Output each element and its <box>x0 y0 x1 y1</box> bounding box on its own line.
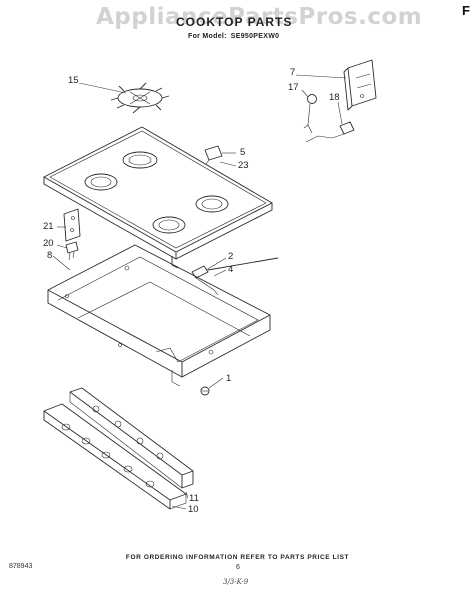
leader-lines <box>52 74 347 510</box>
valve-bracket <box>63 208 81 261</box>
ignition-switch <box>303 94 317 134</box>
model-number: SE950PEXW0 <box>230 33 280 40</box>
callout-17: 17 <box>288 82 299 93</box>
callout-1: 1 <box>226 373 232 384</box>
callout-2: 2 <box>228 251 234 262</box>
callout-4: 4 <box>228 264 234 275</box>
power-cord <box>305 121 355 143</box>
callout-21: 21 <box>43 221 54 232</box>
callout-15: 15 <box>68 75 79 86</box>
cooktop-burner-openings <box>84 151 229 234</box>
corner-mark: F <box>462 3 470 18</box>
callout-8: 8 <box>47 250 53 261</box>
ordering-note: FOR ORDERING INFORMATION REFER TO PARTS … <box>125 554 350 561</box>
callout-23: 23 <box>238 160 249 171</box>
document-number: 878943 <box>9 563 33 570</box>
date-stamp: 3/3-K-9 <box>223 578 249 586</box>
burner-box <box>47 244 271 387</box>
cooktop-panel <box>43 126 273 269</box>
callout-10: 10 <box>188 504 199 515</box>
screw-part <box>200 386 210 396</box>
model-line: For Model:SE950PEXW0 <box>188 33 283 40</box>
page-number: 6 <box>236 564 240 571</box>
kick-panel <box>69 387 194 489</box>
model-prefix: For Model: <box>188 33 227 40</box>
igniter-assembly <box>191 257 279 296</box>
burner-grate <box>110 82 170 114</box>
page-title: COOKTOP PARTS <box>176 15 293 29</box>
callout-18: 18 <box>329 92 340 103</box>
mounting-clip <box>204 145 223 165</box>
kick-panel-trim <box>43 403 187 510</box>
callout-5: 5 <box>240 147 246 158</box>
callout-20: 20 <box>43 238 54 249</box>
spark-module <box>343 59 377 111</box>
callout-7: 7 <box>290 67 296 78</box>
callout-11: 11 <box>189 493 199 504</box>
